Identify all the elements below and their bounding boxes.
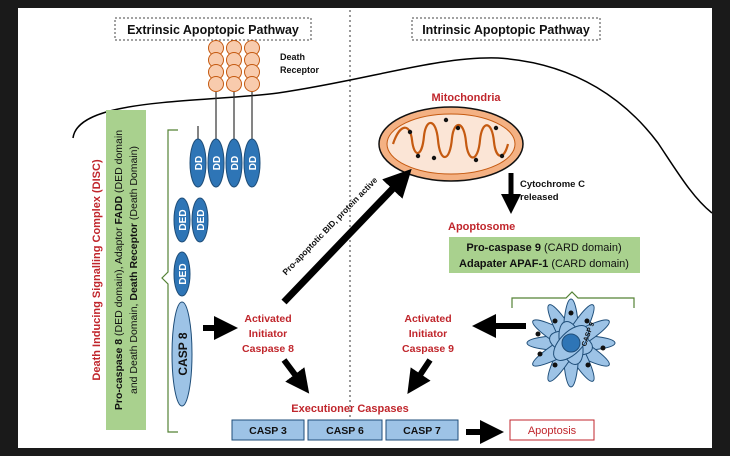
mitochondria-label: Mitochondria — [431, 92, 501, 104]
arrow-initiator9-to-executioner — [407, 358, 433, 394]
dd-label-3: DD — [230, 156, 241, 170]
death-receptor-label-1: Death — [280, 52, 305, 62]
arrow-initiator8-to-executioner — [281, 358, 310, 394]
apoptosome-wheel — [526, 298, 616, 388]
arrow-bid-to-mitochondria — [281, 168, 412, 305]
death-receptor-label-2: Receptor — [280, 65, 320, 75]
diagram-svg: Extrinsic Apoptopic Pathway Intrinsic Ap… — [72, 10, 713, 444]
apoptosis-label: Apoptosis — [528, 425, 577, 437]
exec-casp3-label: CASP 3 — [249, 425, 287, 437]
dd-label-2: DD — [212, 156, 223, 170]
diagram-canvas: Extrinsic Apoptopic Pathway Intrinsic Ap… — [18, 8, 713, 448]
disc-line-1: Pro-caspase 8 (DED domain), Adaptor FADD… — [113, 130, 125, 410]
disc-title: Death Inducing Signalling Complex (DISC) — [91, 159, 103, 381]
casp8-body — [171, 301, 193, 407]
intrinsic-header-box — [411, 17, 601, 41]
disc-line-2: and Death Domain, Death Receptor (Death … — [128, 146, 140, 394]
apoptosis-box — [509, 419, 595, 441]
apoptosome-line-1: Pro-caspase 9 (CARD domain) — [466, 242, 621, 254]
receptor-stalks — [197, 92, 253, 140]
exec-casp3-box — [231, 419, 305, 441]
dd-label-1: DD — [194, 156, 205, 170]
bid-label: Pro-apoptotic BID, protein active — [280, 175, 379, 277]
ded-label-2: DED — [196, 209, 207, 230]
apoptosome-dots — [535, 310, 606, 368]
dd-label-4: DD — [248, 156, 259, 170]
initiator8-line-2: Initiator — [249, 328, 288, 340]
initiator9-line-3: Caspase 9 — [402, 343, 454, 355]
casp8-label: CASP 8 — [176, 332, 190, 375]
fadd-ded-2 — [191, 197, 209, 243]
apoptosome-green-box — [449, 237, 640, 273]
initiator9-line-2: Initiator — [409, 328, 448, 340]
extrinsic-header: Extrinsic Apoptopic Pathway — [127, 23, 299, 37]
ded-label-1: DED — [178, 209, 189, 230]
death-receptor-spheres — [208, 40, 260, 92]
cell-membrane — [72, 57, 713, 214]
apoptosome-brace — [511, 291, 635, 308]
casp8-ded — [173, 251, 191, 297]
initiator9-line-1: Activated — [404, 313, 451, 325]
apoptosome-title: Apoptosome — [448, 221, 515, 233]
exec-casp7-box — [385, 419, 459, 441]
ded-label-3: DED — [178, 263, 189, 284]
mitochondria-organelle — [378, 106, 524, 182]
cytochrome-label-2: released — [520, 192, 559, 203]
cytochrome-label-1: Cytochrome C — [520, 179, 585, 190]
exec-casp7-label: CASP 7 — [403, 425, 441, 437]
fadd-ded-1 — [173, 197, 191, 243]
executioner-title: Executioner Caspases — [291, 403, 408, 415]
initiator8-line-1: Activated — [244, 313, 291, 325]
exec-casp6-label: CASP 6 — [326, 425, 364, 437]
initiator8-line-3: Caspase 8 — [242, 343, 294, 355]
exec-casp6-box — [307, 419, 383, 441]
disc-brace — [161, 129, 178, 433]
intrinsic-header: Intrinsic Apoptopic Pathway — [422, 23, 590, 37]
dd-domains — [189, 138, 261, 188]
extrinsic-header-box — [114, 17, 312, 41]
disc-green-box — [106, 110, 146, 430]
apoptosome-line-2: Adapater APAF-1 (CARD domain) — [459, 258, 629, 270]
